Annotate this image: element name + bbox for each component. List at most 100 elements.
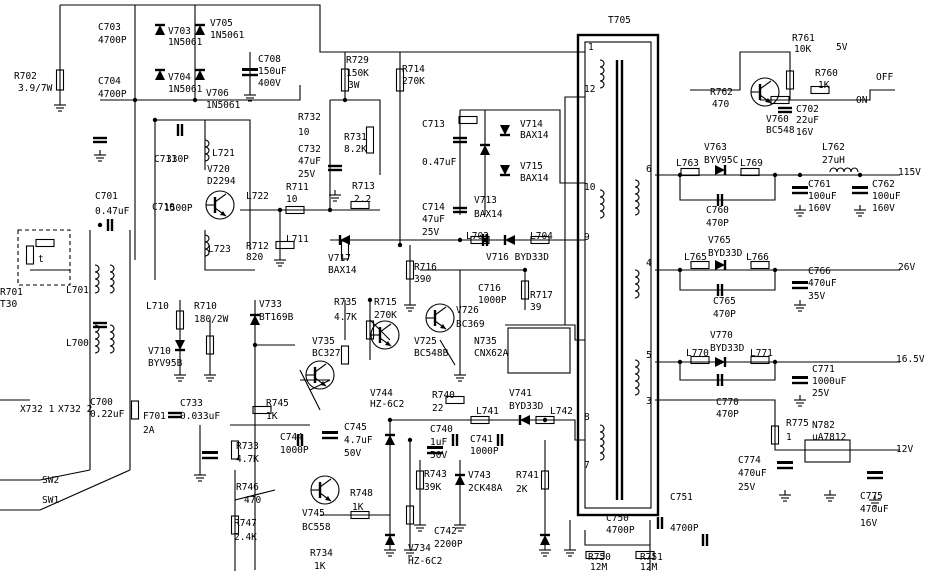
component-label: C741 xyxy=(470,434,493,445)
component-label: BC369 xyxy=(456,319,485,330)
component-label: R735 xyxy=(334,297,357,308)
component-label: R751 xyxy=(640,552,663,563)
component-label: 12M xyxy=(640,562,657,571)
component-label: C713 xyxy=(422,119,445,130)
component-label: L765 xyxy=(684,252,707,263)
component-label: R716 xyxy=(414,262,437,273)
component-label: L710 xyxy=(146,301,169,312)
component-label: CNX62A xyxy=(474,348,509,359)
component-label: V734 xyxy=(408,543,431,554)
component-label: R748 xyxy=(350,488,373,499)
component-label: 50V xyxy=(344,448,361,459)
component-label: 1N5061 xyxy=(168,84,203,95)
component-label: V763 xyxy=(704,142,727,153)
component-label: L723 xyxy=(208,244,231,255)
component-label: V705 xyxy=(210,18,233,29)
component-label: 3W xyxy=(348,80,360,91)
wiring xyxy=(0,4,900,570)
component-label: 2200P xyxy=(434,539,463,550)
component-label: BC548 xyxy=(766,125,795,136)
component-label: C751 xyxy=(670,492,693,503)
component-label: N782 xyxy=(812,420,835,431)
component-label: 7 xyxy=(584,460,590,471)
component-label: R734 xyxy=(310,548,333,559)
component-label: 10 xyxy=(584,182,596,193)
component-label: 1K xyxy=(818,80,830,91)
component-label: R717 xyxy=(530,290,553,301)
component-label: C771 xyxy=(812,364,835,375)
component-label: V725 xyxy=(414,336,437,347)
component-label: R711 xyxy=(286,182,309,193)
component-label: 115V xyxy=(898,167,921,178)
component-label: L742 xyxy=(550,406,573,417)
component-label: V720 xyxy=(207,164,230,175)
component-label: T30 xyxy=(0,299,17,310)
component-label: V716 BYD33D xyxy=(486,252,549,263)
component-label: R741 xyxy=(516,470,539,481)
component-label: 100uF xyxy=(808,191,837,202)
component-label: 12M xyxy=(590,562,607,571)
component-label: 4.7K xyxy=(334,312,357,323)
component-label: 150K xyxy=(346,68,369,79)
component-label: 4.7K xyxy=(236,454,259,465)
component-label: V744 xyxy=(370,388,393,399)
component-label: C711 xyxy=(154,154,177,165)
component-label: BYD33D xyxy=(509,401,544,412)
component-label: C733 xyxy=(180,398,203,409)
component-label: 1K xyxy=(314,561,326,571)
component-label: C716 xyxy=(478,283,501,294)
component-label: 47uF xyxy=(298,156,321,167)
component-label: 9 xyxy=(584,232,590,243)
component-label: L701 xyxy=(66,285,89,296)
component-label: C710 xyxy=(152,202,175,213)
component-label: 27uH xyxy=(822,155,845,166)
component-label: 35V xyxy=(808,291,825,302)
component-label: 4 xyxy=(646,258,652,269)
component-label: 1K xyxy=(352,502,364,513)
component-label: 3 xyxy=(646,396,652,407)
component-label: L711 xyxy=(286,234,309,245)
component-label: BYD33D xyxy=(710,343,745,354)
component-label: 0.47uF xyxy=(422,157,457,168)
component-label: C775 xyxy=(860,491,883,502)
component-label: L766 xyxy=(746,252,769,263)
component-label: R740 xyxy=(432,390,455,401)
component-label: 16V xyxy=(860,518,877,529)
component-label: BC327 xyxy=(312,348,341,359)
component-label: BC548B xyxy=(414,348,449,359)
component-label: 270K xyxy=(402,76,425,87)
component-label: 4700P xyxy=(670,523,699,534)
component-label: C760 xyxy=(706,205,729,216)
component-label: 1N5061 xyxy=(168,37,203,48)
component-label: 1 xyxy=(786,432,792,443)
component-label: V714 xyxy=(520,119,543,130)
component-label: V706 xyxy=(206,88,229,99)
component-label: V770 xyxy=(710,330,733,341)
component-label: 2K xyxy=(516,484,528,495)
component-label: X732 1 xyxy=(20,404,55,415)
component-label: R712 xyxy=(246,241,269,252)
component-label: 8 xyxy=(584,412,590,423)
component-label: 270K xyxy=(374,310,397,321)
component-label: V735 xyxy=(312,336,335,347)
component-label: L741 xyxy=(476,406,499,417)
component-label: V745 xyxy=(302,508,325,519)
component-label: 1000P xyxy=(280,445,309,456)
component-label: 150uF xyxy=(258,66,287,77)
component-label: V703 xyxy=(168,26,191,37)
component-label: t xyxy=(38,254,44,265)
component-label: L703 xyxy=(466,231,489,242)
component-label: 39K xyxy=(424,482,441,493)
component-label: V717 xyxy=(328,253,351,264)
component-label: C750 xyxy=(606,513,629,524)
component-label: F701 xyxy=(143,411,166,422)
component-label: 470uF xyxy=(808,278,837,289)
component-label: 8.2K xyxy=(344,144,367,155)
component-label: 25V xyxy=(298,169,315,180)
component-label: L704 xyxy=(530,231,553,242)
component-label: C745 xyxy=(344,422,367,433)
component-label: BYV95C xyxy=(704,155,738,166)
component-label: 22 xyxy=(432,403,443,414)
component-label: BT169B xyxy=(259,312,294,323)
